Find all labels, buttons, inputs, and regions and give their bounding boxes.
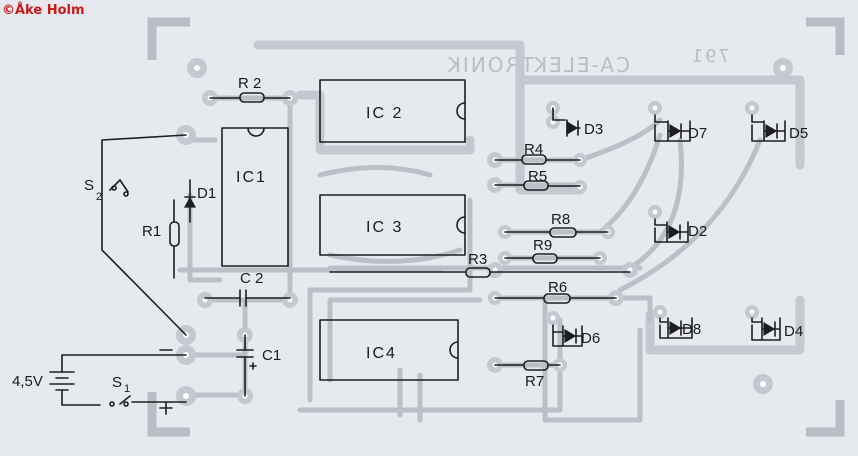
label-r3: R3 <box>468 251 487 268</box>
c2-symbol <box>204 289 291 307</box>
label-d1: D1 <box>197 185 216 202</box>
label-ic3: IC 3 <box>366 219 403 236</box>
d7-symbol <box>654 114 691 142</box>
ic-packages <box>221 79 466 381</box>
d3-symbol <box>552 107 581 137</box>
d5-symbol <box>751 114 786 142</box>
label-c1: C1 <box>262 347 281 364</box>
label-d2: D2 <box>688 223 707 240</box>
board-corners <box>147 17 845 437</box>
label-ic2: IC 2 <box>366 105 403 122</box>
label-s1-sub: 1 <box>124 383 130 395</box>
brand-text: CA-ELEKTRONIK <box>446 53 630 77</box>
label-r9: R9 <box>533 237 552 254</box>
d8-symbol <box>659 317 693 339</box>
ic3-body <box>319 194 466 256</box>
ic2-body <box>319 79 466 143</box>
ic1-body <box>221 127 289 267</box>
board-brand: CA-ELEKTRONIK 791 <box>446 46 730 77</box>
battery-symbol <box>49 371 75 391</box>
ic1-notch <box>247 127 265 137</box>
d1-symbol <box>183 179 197 223</box>
label-r5: R5 <box>528 168 547 185</box>
label-ic4: IC4 <box>366 345 397 362</box>
c1-symbol <box>236 334 254 397</box>
ic4-notch <box>449 341 459 359</box>
d4-symbol <box>751 317 781 341</box>
external-wiring <box>49 134 187 415</box>
d6-symbol <box>552 324 583 347</box>
ic3-notch <box>456 216 466 234</box>
label-s2: S <box>84 177 94 194</box>
capacitors <box>204 289 291 397</box>
ic2-notch <box>456 102 466 120</box>
label-r8: R8 <box>551 211 570 228</box>
r1-body <box>169 221 180 247</box>
label-s1: S <box>112 374 122 391</box>
label-d5: D5 <box>789 125 808 142</box>
label-d8: D8 <box>682 321 701 338</box>
label-c2: C 2 <box>240 270 263 287</box>
label-r6: R6 <box>548 279 567 296</box>
battery-wire <box>61 354 187 406</box>
label-ic1: IC1 <box>236 169 267 186</box>
label-d4: D4 <box>784 323 803 340</box>
label-d7: D7 <box>688 125 707 142</box>
ic4-body <box>319 319 459 381</box>
s2-wire <box>101 134 187 336</box>
label-d6: D6 <box>581 330 600 347</box>
label-battery: 4,5V <box>12 373 43 390</box>
diodes <box>183 107 786 347</box>
label-r7: R7 <box>525 373 544 390</box>
label-r4: R4 <box>524 141 543 158</box>
label-r1: R1 <box>142 223 161 240</box>
board-number: 791 <box>690 46 730 67</box>
component-labels: R 2 IC1 D1 R1 C 2 S 2 IC 2 IC 3 IC4 C1 R… <box>12 75 808 395</box>
plus-mark <box>159 401 173 415</box>
label-d3: D3 <box>584 121 603 138</box>
label-r2: R 2 <box>238 75 261 92</box>
resistors <box>169 92 631 371</box>
d2-symbol <box>654 218 689 243</box>
label-s2-sub: 2 <box>96 191 102 203</box>
copyright-text: ©Åke Holm <box>2 3 85 18</box>
